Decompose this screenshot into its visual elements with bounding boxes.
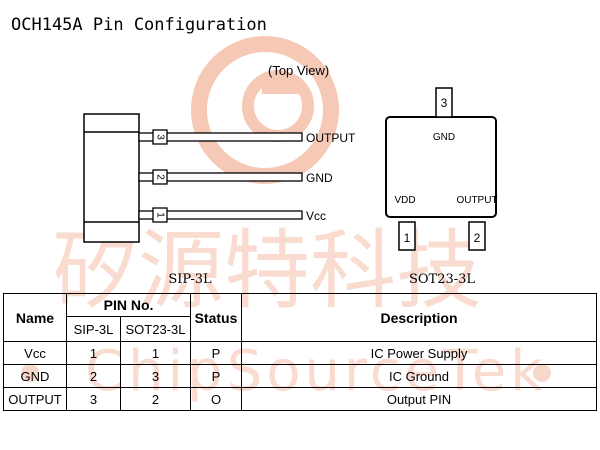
sot-package-label: SOT23-3L xyxy=(409,272,475,287)
pin-table: Name PIN No. Status Description SIP-3L S… xyxy=(3,293,597,411)
cell-sot: 2 xyxy=(120,387,191,411)
sot-inner-output: OUTPUT xyxy=(456,195,497,206)
cell-status: O xyxy=(190,387,242,411)
sip-lead-1 xyxy=(138,207,303,223)
cell-sip: 1 xyxy=(66,341,121,365)
sot-package xyxy=(385,87,497,251)
cell-sip: 3 xyxy=(66,387,121,411)
pin-diagram: (Top View) 3 2 1 OUTPUT GND Vcc SIP-3L 3… xyxy=(83,63,498,287)
cell-name: GND xyxy=(3,364,67,388)
sot-inner-gnd: GND xyxy=(433,132,455,143)
sip-package-label: SIP-3L xyxy=(168,272,212,287)
header-sip: SIP-3L xyxy=(66,316,121,342)
sip-pin-number: 3 xyxy=(154,134,165,140)
cell-status: P xyxy=(190,364,242,388)
cell-description: Output PIN xyxy=(241,387,597,411)
cell-sot: 3 xyxy=(120,364,191,388)
sot-inner-vdd: VDD xyxy=(394,195,415,206)
sip-lead-2 xyxy=(138,169,303,185)
cell-description: IC Power Supply xyxy=(241,341,597,365)
table-row: Vcc 1 1 P IC Power Supply xyxy=(3,341,597,365)
top-view-label: (Top View) xyxy=(268,63,329,78)
table-row: GND 2 3 P IC Ground xyxy=(3,364,597,388)
cell-status: P xyxy=(190,341,242,365)
header-pin-no: PIN No. xyxy=(66,293,191,317)
header-description: Description xyxy=(241,293,597,342)
header-name: Name xyxy=(3,293,67,342)
page-title: OCH145A Pin Configuration xyxy=(11,15,267,35)
sip-pin-name: Vcc xyxy=(306,209,326,223)
sot-pin-number: 1 xyxy=(404,231,411,245)
cell-name: OUTPUT xyxy=(3,387,67,411)
header-sot: SOT23-3L xyxy=(120,316,191,342)
cell-sot: 1 xyxy=(120,341,191,365)
sot-pin-number: 3 xyxy=(441,96,448,110)
sip-package xyxy=(83,113,140,243)
sip-pin-number: 2 xyxy=(154,174,165,180)
sot-pin-number: 2 xyxy=(474,231,481,245)
header-status: Status xyxy=(190,293,242,342)
table-row: OUTPUT 3 2 O Output PIN xyxy=(3,387,597,411)
sip-lead-3 xyxy=(138,129,303,145)
sip-pin-name: OUTPUT xyxy=(306,131,356,145)
cell-description: IC Ground xyxy=(241,364,597,388)
sip-pin-number: 1 xyxy=(154,212,165,218)
cell-name: Vcc xyxy=(3,341,67,365)
cell-sip: 2 xyxy=(66,364,121,388)
sip-pin-name: GND xyxy=(306,171,333,185)
